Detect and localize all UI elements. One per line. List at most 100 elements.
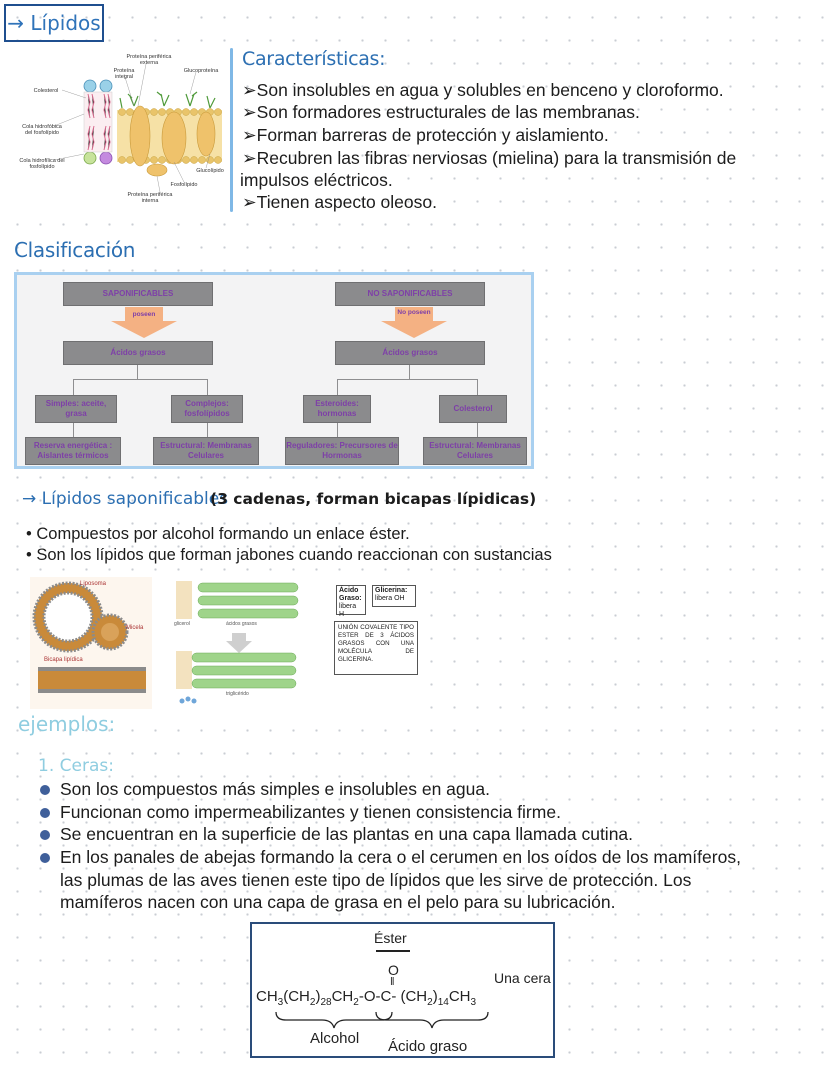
caracteristica-line-2: ➢Son formadores estructurales de las mem… — [242, 102, 640, 122]
ceras-title: 1. Ceras: — [38, 756, 114, 776]
arrow-no-poseen — [381, 307, 447, 338]
connector-left-b — [207, 379, 208, 395]
box-estructural-left: Estructural: Membranas Celulares — [153, 437, 259, 465]
acido-graso-value: libera H — [339, 603, 357, 618]
formula-s5: 2 — [427, 997, 433, 1008]
label-cola-hidrofilica: Cola hidrofílica del fosfolípido — [19, 158, 65, 170]
caracteristica-line-3: ➢Forman barreras de protección y aislami… — [242, 125, 609, 145]
formula-double-bond: ‖ — [390, 976, 395, 988]
connector-colesterol — [477, 423, 478, 437]
membrane-diagram: Proteína periférica externa Proteína int… — [14, 50, 226, 210]
connector-right-vertical — [409, 365, 410, 379]
union-text-box: UNIÓN COVALENTE TIPO ESTER DE 3 ÁCIDOS G… — [334, 621, 418, 675]
ceras-line-6: mamíferos nacen con una capa de grasa en… — [60, 892, 616, 912]
label-proteina-periferica-interna: Proteína periférica interna — [127, 192, 173, 204]
acido-graso-box: Ácido Graso: libera H — [336, 585, 366, 618]
label-glucolipido: Glucolípido — [196, 168, 224, 174]
connector-simples — [73, 423, 74, 437]
bullet-dot-3 — [40, 830, 50, 840]
formula-s6: 14 — [437, 997, 449, 1008]
caracteristica-line-1: ➢Son insolubles en agua y solubles en be… — [242, 80, 724, 100]
triglyceride-figure: glicerol ácidos grasos triglicérido — [154, 577, 304, 709]
box-estructural-right: Estructural: Membranas Celulares — [423, 437, 527, 465]
connector-esteroides — [337, 423, 338, 437]
formula-p7: CH — [448, 988, 471, 1005]
label-proteina-integral: Proteína integral — [113, 68, 135, 80]
label-liposoma: Liposoma — [80, 581, 107, 587]
formula-p1: CH — [256, 988, 278, 1005]
glicerina-value: libera OH — [375, 595, 405, 602]
formula-ester-line — [376, 950, 410, 952]
label-cola-hidrofobica: Cola hidrofóbica del fosfolípido — [22, 124, 62, 136]
connector-left-vertical — [137, 365, 138, 379]
box-simples: Simples: aceite, grasa — [35, 395, 117, 423]
formula-s4: 2 — [353, 997, 359, 1008]
glicerina-box: Glicerina: libera OH — [372, 585, 416, 607]
clasificacion-diagram: SAPONIFICABLES NO SAPONIFICABLES poseen … — [14, 272, 534, 469]
caracteristica-line-6: ➢Tienen aspecto oleoso. — [242, 192, 437, 212]
saponificables-title: → Lípidos saponificables — [22, 489, 229, 509]
page-title-text: → Lípidos — [7, 11, 101, 35]
caracteristica-line-5: impulsos eléctricos. — [240, 170, 393, 190]
caracteristicas-title: Características: — [242, 48, 386, 70]
ceras-line-2: Funcionan como impermeabilizantes y tien… — [60, 802, 561, 822]
formula-acido-label: Ácido graso — [388, 1038, 468, 1055]
ceras-line-3: Se encuentran en la superficie de las pl… — [60, 824, 634, 844]
label-proteina-periferica-externa: Proteína periférica externa — [126, 54, 172, 66]
membrane-svg — [53, 63, 222, 193]
box-reguladores: Reguladores: Precursores de Hormonas — [285, 437, 399, 465]
formula-s3: 28 — [320, 997, 332, 1008]
label-trigliceridos: triglicérido — [226, 691, 249, 697]
label-colesterol: Colesterol — [33, 88, 59, 94]
saponificables-bullet-1: • Compuestos por alcohol formando un enl… — [26, 525, 410, 543]
formula-p4: CH — [331, 988, 354, 1005]
box-acidos-grasos-left: Ácidos grasos — [63, 341, 213, 365]
bullet-dot-2 — [40, 808, 50, 818]
section-divider — [230, 48, 233, 212]
formula-alcohol-label: Alcohol — [310, 1030, 360, 1047]
ceras-line-5: las plumas de las aves tienen este tipo … — [60, 870, 692, 890]
bullet-dot-4 — [40, 853, 50, 863]
formula-main: CH3(CH2)28CH2-O-C- (CH2)14CH3 — [256, 988, 476, 1008]
clasificacion-title: Clasificación — [14, 238, 136, 262]
label-glicerol: glicerol — [174, 621, 190, 627]
wax-formula-box: Éster O ‖ CH3(CH2)28CH2-O-C- (CH2)14CH3 … — [250, 922, 555, 1058]
formula-s1: 3 — [277, 997, 284, 1008]
formula-p3: ) — [315, 988, 321, 1005]
formula-ester-label: Éster — [374, 930, 407, 946]
connector-right-horizontal — [337, 379, 477, 380]
label-acidos-grasos: ácidos grasos — [226, 621, 257, 627]
label-fosfolipido: Fosfolípido — [170, 182, 198, 188]
label-glucoproteina: Glucoproteína — [183, 68, 219, 74]
box-no-saponificables: NO SAPONIFICABLES — [335, 282, 485, 306]
glicerina-label: Glicerina: — [375, 587, 408, 594]
label-bicapa: Bicapa lipídica — [44, 657, 83, 663]
formula-p5: -O-C- (CH — [358, 988, 428, 1005]
page-title: → Lípidos — [4, 4, 104, 42]
acido-graso-label: Ácido Graso: — [339, 587, 362, 602]
box-reserva: Reserva energética : Aislantes térmicos — [25, 437, 121, 465]
formula-braces — [275, 1011, 489, 1029]
ejemplos-title: ejemplos: — [18, 712, 116, 736]
formula-s7: 3 — [470, 997, 477, 1008]
connector-left-a — [73, 379, 74, 395]
ceras-line-1: Son los compuestos más simples e insolub… — [60, 779, 490, 799]
liposome-figure: Liposoma Micela Bicapa lipídica — [30, 577, 152, 709]
saponificables-note: (3 cadenas, forman bicapas lípidicas) — [210, 490, 537, 508]
box-complejos: Complejos: fosfolípidos — [171, 395, 243, 423]
caracteristica-line-4: ➢Recubren las fibras nerviosas (mielina)… — [242, 148, 737, 168]
box-acidos-grasos-right: Ácidos grasos — [335, 341, 485, 365]
saponificables-bullet-2: • Son los lípidos que forman jabones cua… — [26, 546, 552, 564]
ceras-line-4: En los panales de abejas formando la cer… — [60, 847, 741, 867]
formula-o-top: O — [388, 962, 399, 978]
box-esteroides: Esteroides: hormonas — [303, 395, 371, 423]
formula-una-cera: Una cera — [494, 970, 551, 986]
box-saponificables: SAPONIFICABLES — [63, 282, 213, 306]
formula-p6: ) — [432, 988, 438, 1005]
bullet-dot-1 — [40, 785, 50, 795]
label-micela: Micela — [126, 625, 144, 631]
arrow-poseen-label: poseen — [132, 311, 156, 318]
ester-union-figure: Ácido Graso: libera H Glicerina: libera … — [306, 577, 422, 709]
formula-p2: (CH — [283, 988, 310, 1005]
arrow-poseen — [111, 307, 177, 338]
